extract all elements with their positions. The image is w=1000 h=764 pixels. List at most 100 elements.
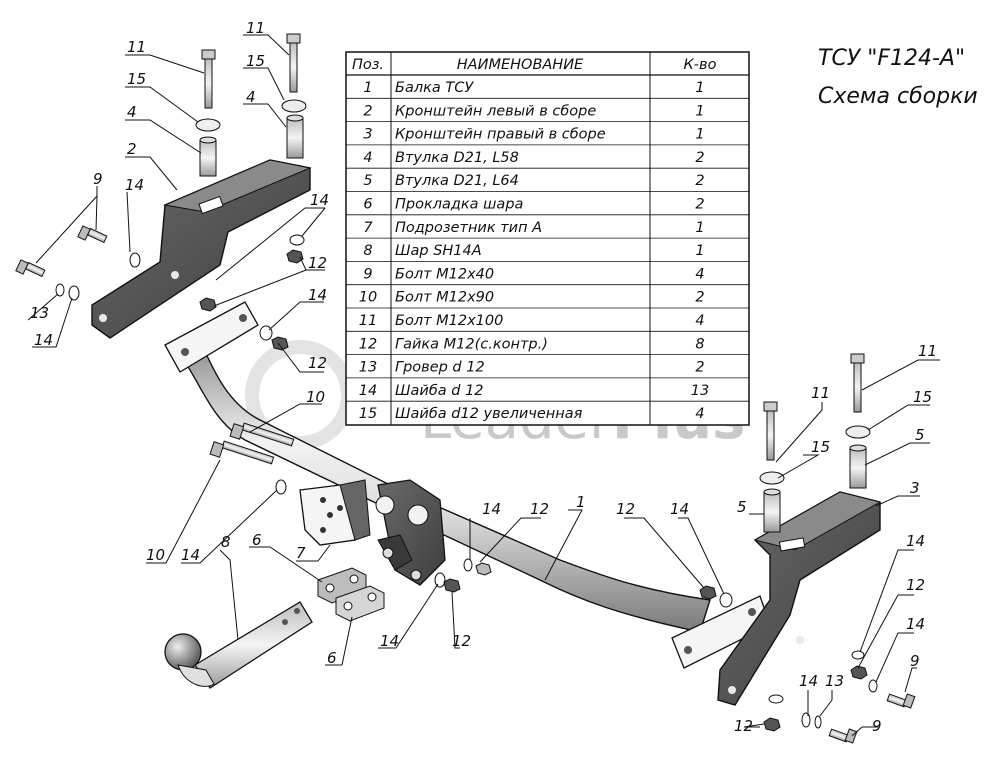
callout-14-right-d: 14 <box>799 672 818 690</box>
table-row: 3 Кронштейн правый в сборе 1 <box>363 127 704 143</box>
bushing-right-b <box>849 444 867 489</box>
bolt-11-right-a <box>763 401 778 461</box>
bushings <box>199 114 867 533</box>
bushing-left-b <box>286 114 304 159</box>
callout-15-right-b: 15 <box>913 388 932 406</box>
washer-14-left-d <box>259 325 273 341</box>
nut-12-left-a <box>286 249 304 264</box>
callout-2: 2 <box>127 140 137 158</box>
table-cell-qty: 1 <box>695 220 704 236</box>
nut-12-left-c <box>271 336 289 351</box>
callout-12-mid-a: 12 <box>452 632 471 650</box>
nut-12-right-a <box>699 585 717 600</box>
callout-14-right-a: 14 <box>670 500 689 518</box>
callout-11-left-b: 11 <box>246 19 265 37</box>
callout-14-left-c: 14 <box>310 191 329 209</box>
left-bracket <box>91 159 312 339</box>
table-cell-name: Подрозетник тип А <box>395 220 542 236</box>
table-cell-qty: 1 <box>695 127 704 143</box>
callout-14-mid-c: 14 <box>482 500 501 518</box>
table-cell-pos: 10 <box>359 290 377 306</box>
table-cell-pos: 7 <box>363 220 373 236</box>
callout-15-left-a: 15 <box>127 70 146 88</box>
table-cell-qty: 1 <box>695 103 704 119</box>
callout-3: 3 <box>910 479 920 497</box>
callout-9-right-b: 9 <box>872 717 882 735</box>
table-cell-pos: 3 <box>363 127 372 143</box>
table-cell-name: Гровер d 12 <box>395 360 485 376</box>
table-cell-qty: 2 <box>695 360 704 376</box>
table-cell-name: Гайка М12(с.контр.) <box>395 336 548 352</box>
table-cell-pos: 4 <box>363 150 372 166</box>
table-cell-qty: 2 <box>695 197 704 213</box>
table-cell-pos: 8 <box>363 243 372 259</box>
callout-11-right-b: 11 <box>918 342 937 360</box>
callout-14-left-a: 14 <box>125 176 144 194</box>
nut-12-left-b <box>199 297 217 312</box>
grover-13-right <box>814 715 822 729</box>
table-cell-qty: 2 <box>695 150 704 166</box>
callout-7: 7 <box>296 544 306 562</box>
table-cell-qty: 13 <box>691 383 709 399</box>
table-cell-name: Кронштейн правый в сборе <box>395 127 606 143</box>
table-cell-name: Шайба d12 увеличенная <box>395 406 583 422</box>
callout-14-left-d: 14 <box>308 286 327 304</box>
callout-14-left-b: 14 <box>34 331 53 349</box>
bolt-11-right-b <box>850 353 865 413</box>
table-cell-pos: 2 <box>363 103 372 119</box>
table-cell-name: Втулка D21, L64 <box>395 173 519 189</box>
nut-12-mid-a <box>443 578 461 593</box>
callout-13-left: 13 <box>30 304 49 322</box>
table-cell-name: Балка ТСУ <box>395 80 474 96</box>
table-cell-name: Втулка D21, L58 <box>395 150 519 166</box>
table-cell-pos: 1 <box>363 80 372 96</box>
callout-12-mid-b: 12 <box>530 500 549 518</box>
callout-12-right-a: 12 <box>616 500 635 518</box>
washer-14-right-d <box>768 694 784 704</box>
table-header-pos: Поз. <box>352 57 384 73</box>
washer-14-right-e <box>801 712 811 728</box>
callout-11-left-a: 11 <box>127 38 146 56</box>
table-cell-qty: 1 <box>695 80 704 96</box>
callout-14-right-c: 14 <box>906 615 925 633</box>
bolt-9-right-b <box>828 728 858 744</box>
table-cell-name: Прокладка шара <box>395 197 523 213</box>
table-row: 8 Шар SH14A 1 <box>363 243 704 259</box>
nut-12-right-b <box>850 665 868 680</box>
table-cell-qty: 1 <box>695 243 704 259</box>
ball-spacers <box>317 567 385 622</box>
leader-lines <box>27 34 940 737</box>
callout-15-right-a: 15 <box>811 438 830 456</box>
table-cell-name: Болт М12х90 <box>395 290 494 306</box>
table-cell-qty: 2 <box>695 290 704 306</box>
table-cell-qty: 4 <box>695 266 704 282</box>
table-cell-pos: 14 <box>359 383 377 399</box>
callout-9-right-a: 9 <box>910 652 920 670</box>
table-cell-pos: 5 <box>363 173 372 189</box>
tow-beam <box>164 301 771 669</box>
bolt-9-left-a <box>15 259 46 278</box>
table-cell-qty: 8 <box>695 336 704 352</box>
callout-6-b: 6 <box>327 649 337 667</box>
washer-15-right-b <box>845 425 871 439</box>
table-cell-qty: 4 <box>695 406 704 422</box>
washer-14-mid-a <box>275 479 287 495</box>
callout-1: 1 <box>576 493 586 511</box>
washer-15-right-a <box>759 471 785 485</box>
table-cell-name: Шар SH14A <box>395 243 482 259</box>
bushing-right-a <box>763 488 781 533</box>
callout-11-right-a: 11 <box>811 384 830 402</box>
washer-14-right-b <box>851 650 865 660</box>
table-cell-pos: 9 <box>363 266 372 282</box>
table-row: 7 Подрозетник тип А 1 <box>363 220 704 236</box>
bolt-11-left-b <box>286 33 301 93</box>
callout-12-left-a: 12 <box>308 254 327 272</box>
washer-14-left-b <box>129 252 141 268</box>
nut-12-mid-b <box>475 562 492 576</box>
table-cell-name: Кронштейн левый в сборе <box>395 103 596 119</box>
